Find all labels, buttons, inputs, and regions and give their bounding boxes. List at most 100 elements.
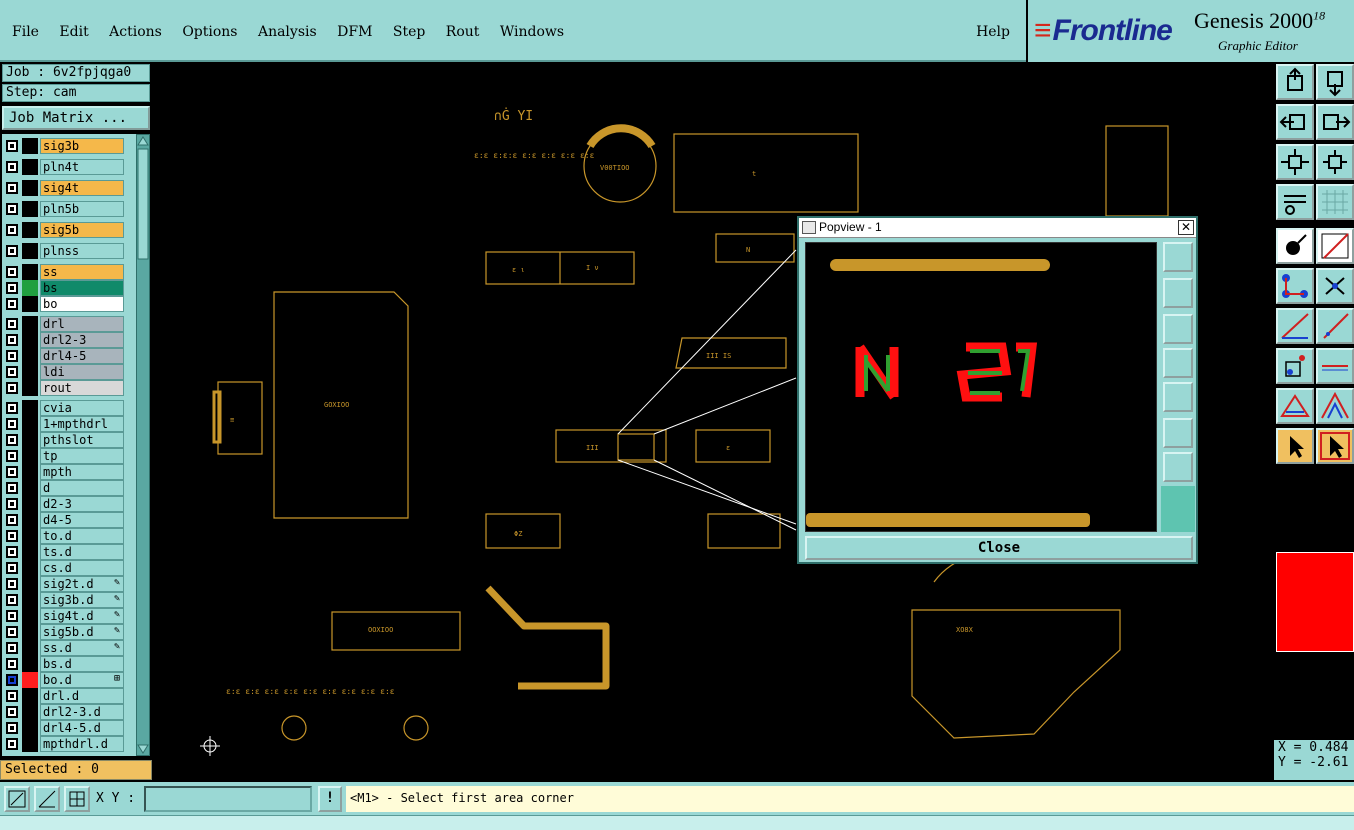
layer-row-d4-5[interactable]: d4-5: [4, 512, 126, 528]
layer-name[interactable]: drl.d: [40, 688, 124, 704]
connect-points-icon[interactable]: [1276, 268, 1314, 304]
select-feature-icon[interactable]: [1276, 228, 1314, 264]
layer-row-cvia[interactable]: cvia: [4, 400, 126, 416]
pointer-icon[interactable]: [1276, 428, 1314, 464]
popview-pan-left-icon[interactable]: [1163, 348, 1193, 378]
layer-color-swatch[interactable]: [22, 159, 38, 175]
layer-checkbox[interactable]: [6, 642, 18, 654]
layer-name[interactable]: d2-3: [40, 496, 124, 512]
layer-row-drl-d[interactable]: drl.d: [4, 688, 126, 704]
layer-checkbox[interactable]: [6, 266, 18, 278]
pan-left-icon[interactable]: [1276, 104, 1314, 140]
layer-name[interactable]: ts.d: [40, 544, 124, 560]
xy-input[interactable]: [144, 786, 312, 812]
layer-row-ldi[interactable]: ldi: [4, 364, 126, 380]
layer-name[interactable]: mpth: [40, 464, 124, 480]
pan-right-icon[interactable]: [1316, 104, 1354, 140]
popview-zoom-in-icon[interactable]: [1163, 452, 1193, 482]
layer-row-d[interactable]: d: [4, 480, 126, 496]
layer-checkbox[interactable]: [6, 350, 18, 362]
layer-name[interactable]: bo.d: [40, 672, 124, 688]
layer-row-sig4t-d[interactable]: sig4t.d✎: [4, 608, 126, 624]
layer-row-bs[interactable]: bs: [4, 280, 126, 296]
layer-name[interactable]: drl2-3.d: [40, 704, 124, 720]
layer-color-swatch[interactable]: [22, 560, 38, 576]
layer-color-swatch[interactable]: [22, 332, 38, 348]
layer-row-mpth[interactable]: mpth: [4, 464, 126, 480]
peak-tool-icon[interactable]: [1316, 388, 1354, 424]
layer-color-swatch[interactable]: [22, 201, 38, 217]
layer-color-swatch[interactable]: [22, 432, 38, 448]
layer-name[interactable]: plnss: [40, 243, 124, 259]
layer-name[interactable]: cs.d: [40, 560, 124, 576]
layer-color-swatch[interactable]: [22, 624, 38, 640]
layer-row-sig4t[interactable]: sig4t: [4, 180, 126, 196]
layer-checkbox[interactable]: [6, 530, 18, 542]
add-pad-icon[interactable]: [1276, 348, 1314, 384]
grid-icon[interactable]: [1316, 184, 1354, 220]
menu-analysis[interactable]: Analysis: [257, 24, 317, 40]
layer-color-swatch[interactable]: [22, 496, 38, 512]
layer-row-drl4-5[interactable]: drl4-5: [4, 348, 126, 364]
layer-checkbox[interactable]: [6, 706, 18, 718]
layer-checkbox[interactable]: [6, 578, 18, 590]
layer-row-sig2t-d[interactable]: sig2t.d✎: [4, 576, 126, 592]
layer-color-swatch[interactable]: [22, 316, 38, 332]
pan-up-icon[interactable]: [1276, 64, 1314, 100]
layer-color-swatch[interactable]: [22, 528, 38, 544]
layer-color-swatch[interactable]: [22, 608, 38, 624]
measure-line-icon[interactable]: [1276, 308, 1314, 344]
layer-name[interactable]: pln5b: [40, 201, 124, 217]
layer-row-ss[interactable]: ss: [4, 264, 126, 280]
menu-file[interactable]: File: [12, 24, 39, 40]
layer-row-sig3b[interactable]: sig3b: [4, 138, 126, 154]
select-line-icon[interactable]: [1316, 228, 1354, 264]
triangle-tool-icon[interactable]: [1276, 388, 1314, 424]
popview-pan-up-icon[interactable]: [1163, 278, 1193, 308]
layer-checkbox[interactable]: [6, 418, 18, 430]
pan-down-icon[interactable]: [1316, 64, 1354, 100]
cross-point-icon[interactable]: [1316, 268, 1354, 304]
layer-name[interactable]: sig3b: [40, 138, 124, 154]
menu-windows[interactable]: Windows: [499, 24, 565, 40]
popview-zoom-icon[interactable]: [1163, 242, 1193, 272]
layer-name[interactable]: tp: [40, 448, 124, 464]
layer-checkbox[interactable]: [6, 514, 18, 526]
layer-row-rout[interactable]: rout: [4, 380, 126, 396]
layer-name[interactable]: drl: [40, 316, 124, 332]
layer-name[interactable]: ss: [40, 264, 124, 280]
layer-checkbox[interactable]: [6, 245, 18, 257]
zoom-in-icon[interactable]: [1276, 144, 1314, 180]
layer-color-swatch[interactable]: [22, 672, 38, 688]
layer-color-swatch[interactable]: [22, 448, 38, 464]
layer-color-swatch[interactable]: [22, 364, 38, 380]
menu-step[interactable]: Step: [392, 24, 426, 40]
layer-row-drl2-3[interactable]: drl2-3: [4, 332, 126, 348]
layer-row-drl[interactable]: drl: [4, 316, 126, 332]
layer-color-swatch[interactable]: [22, 222, 38, 238]
layer-color-swatch[interactable]: [22, 704, 38, 720]
layer-color-swatch[interactable]: [22, 264, 38, 280]
layer-row-drl2-3-d[interactable]: drl2-3.d: [4, 704, 126, 720]
layer-name[interactable]: sig5b: [40, 222, 124, 238]
layer-name[interactable]: sig4t: [40, 180, 124, 196]
layer-row-bo[interactable]: bo: [4, 296, 126, 312]
layer-color-swatch[interactable]: [22, 296, 38, 312]
layer-color-swatch[interactable]: [22, 576, 38, 592]
layer-color-swatch[interactable]: [22, 138, 38, 154]
layer-row-drl4-5-d[interactable]: drl4-5.d: [4, 720, 126, 736]
menu-options[interactable]: Options: [182, 24, 238, 40]
layer-name[interactable]: drl2-3: [40, 332, 124, 348]
popview-canvas[interactable]: [805, 242, 1157, 532]
zoom-out-icon[interactable]: [1316, 144, 1354, 180]
layer-checkbox[interactable]: [6, 203, 18, 215]
layer-name[interactable]: rout: [40, 380, 124, 396]
layer-row-pthslot[interactable]: pthslot: [4, 432, 126, 448]
layer-color-swatch[interactable]: [22, 592, 38, 608]
menu-help[interactable]: Help: [976, 24, 1010, 40]
layer-checkbox[interactable]: [6, 562, 18, 574]
layer-row-tp[interactable]: tp: [4, 448, 126, 464]
layer-color-swatch[interactable]: [22, 640, 38, 656]
settings-icon[interactable]: [1276, 184, 1314, 220]
layer-checkbox[interactable]: [6, 674, 18, 686]
